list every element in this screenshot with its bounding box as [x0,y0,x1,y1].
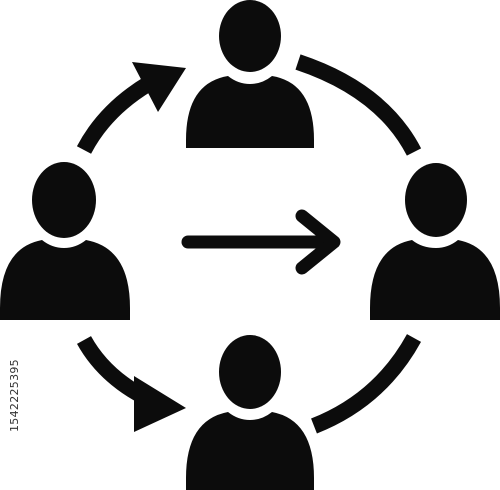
left-person-icon [0,162,130,320]
right-person-icon [370,163,500,320]
bottom-person-icon [186,335,314,490]
top-right-arc-icon [295,54,422,156]
bottom-left-arc-arrow-icon [76,335,186,432]
bottom-right-arc-icon [310,334,422,434]
center-right-arrow-icon [181,209,341,275]
top-person-icon [186,0,314,148]
top-left-arc-arrow-icon [76,62,186,154]
stock-id-watermark: 1542225395 [8,359,21,432]
